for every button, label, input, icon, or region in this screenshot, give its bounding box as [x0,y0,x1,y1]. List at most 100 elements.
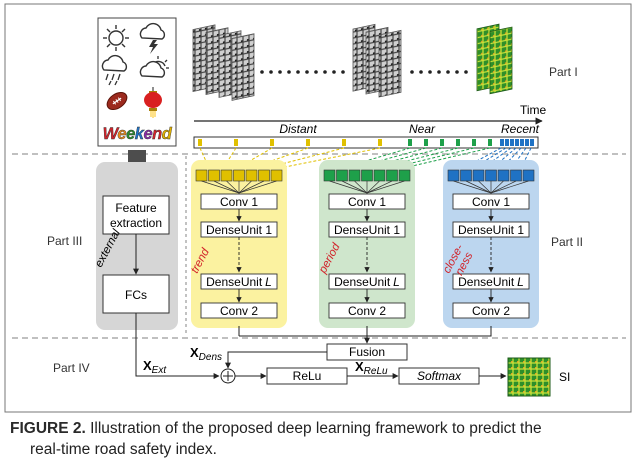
ellipsis-dot [269,70,273,74]
closeness-conv2-label: Conv 2 [472,304,510,318]
trend-input-edge [238,180,277,194]
football-icon [106,91,128,111]
period-input-edge [366,180,405,194]
frame-tile [489,26,513,95]
period-input-frame [336,169,348,182]
x-relu-label: XReLu [355,359,388,377]
fusion-label: Fusion [349,345,385,359]
period-conv2-label: Conv 2 [348,304,386,318]
ellipsis-dot [455,70,459,74]
caption-line-2: real-time road safety index. [30,441,217,458]
trend-input-frame [195,169,208,182]
part-4-label: Part IV [53,361,90,375]
feature-extraction-label-2: extraction [110,216,162,230]
trend-input-edge [226,180,240,194]
softmax-label: Softmax [417,369,462,383]
recent-label: Recent [501,122,540,136]
relu-label: ReLu [293,369,322,383]
period-input-frame [398,169,411,182]
safety-index-map [507,357,551,397]
closeness-conv1-label: Conv 1 [472,195,510,209]
thunderstorm-icon [139,22,166,54]
ellipsis-dot [323,70,327,74]
part-3-label: Part III [47,234,82,248]
period-input-frame [373,169,386,182]
period-conv2-box [328,302,406,319]
timeline-link [269,147,381,171]
period-input-edge [366,180,380,194]
x-dens-label: XDens [190,345,222,363]
period-input-edge [329,180,368,194]
sun-icon [103,25,129,51]
period-input-edge [354,180,368,194]
part-2-label: Part II [551,235,583,249]
timeline-tick [530,139,534,146]
trend-merge-line [239,335,370,344]
si-label: SI [559,370,570,384]
ellipsis-dot [305,70,309,74]
timeline-ticks [198,139,534,146]
trend-input-edge [213,180,240,194]
trend-conv2-label: Conv 2 [220,304,258,318]
figure-frame [4,3,632,413]
period-input-frame [361,169,373,182]
ellipsis-dot [464,70,468,74]
period-input-frame [386,169,398,182]
period-conv1-label: Conv 1 [348,195,386,209]
timeline-tick [472,139,476,146]
ellipsis-dot [332,70,336,74]
trend-input-frame [245,169,258,182]
timeline-link [382,147,475,171]
caption-label: FIGURE 2. [10,420,86,437]
trend-input-edge [238,180,252,194]
fusion-to-plus-arrow [225,351,327,369]
closeness-input-edge [453,180,492,194]
ellipsis-dot [260,70,264,74]
feature-extraction-box [102,195,170,235]
timeline-tick [342,139,346,146]
sum-node [220,368,236,384]
trend-dense-unit-1-label: DenseUnit 1 [206,223,272,237]
figure-caption: FIGURE 2. Illustration of the proposed d… [10,418,630,460]
closeness-input-frame [447,169,460,182]
time-label: Time [520,103,547,117]
fcs-box [102,274,170,314]
distant-label: Distant [279,122,317,136]
frame-tile [231,33,255,101]
near-label: Near [409,122,436,136]
trend-conv1-label: Conv 1 [220,195,258,209]
timeline-link [459,147,502,171]
closeness-input-edge [490,180,504,194]
ellipsis-dot [278,70,282,74]
trend-input-frame [208,169,220,182]
frame-stacks [192,23,513,101]
closeness-input-frame [522,169,535,182]
timeline-tick [500,139,504,146]
part-1-label: Part I [549,65,578,79]
closeness-input-edge [465,180,492,194]
trend-input-frame [220,169,233,182]
ellipsis-dot [419,70,423,74]
timeline-tick [408,139,412,146]
trend-input-frame [258,169,270,182]
timeline-tick [440,139,444,146]
timeline-tick [525,139,529,146]
trend-input-edge [238,180,265,194]
period-dense-unit-1-label: DenseUnit 1 [334,223,400,237]
ellipsis-dot [428,70,432,74]
frame-tile [378,29,402,98]
closeness-input-frame [497,169,510,182]
ellipsis-dot [341,70,345,74]
partly-cloudy-icon [139,56,169,78]
closeness-input-frame [472,169,485,182]
timeline-tick [234,139,238,146]
period-input-edge [341,180,368,194]
trend-input-edge [201,180,240,194]
timeline-tick [510,139,514,146]
timeline-strip [193,136,539,149]
timeline-tick [488,139,492,146]
